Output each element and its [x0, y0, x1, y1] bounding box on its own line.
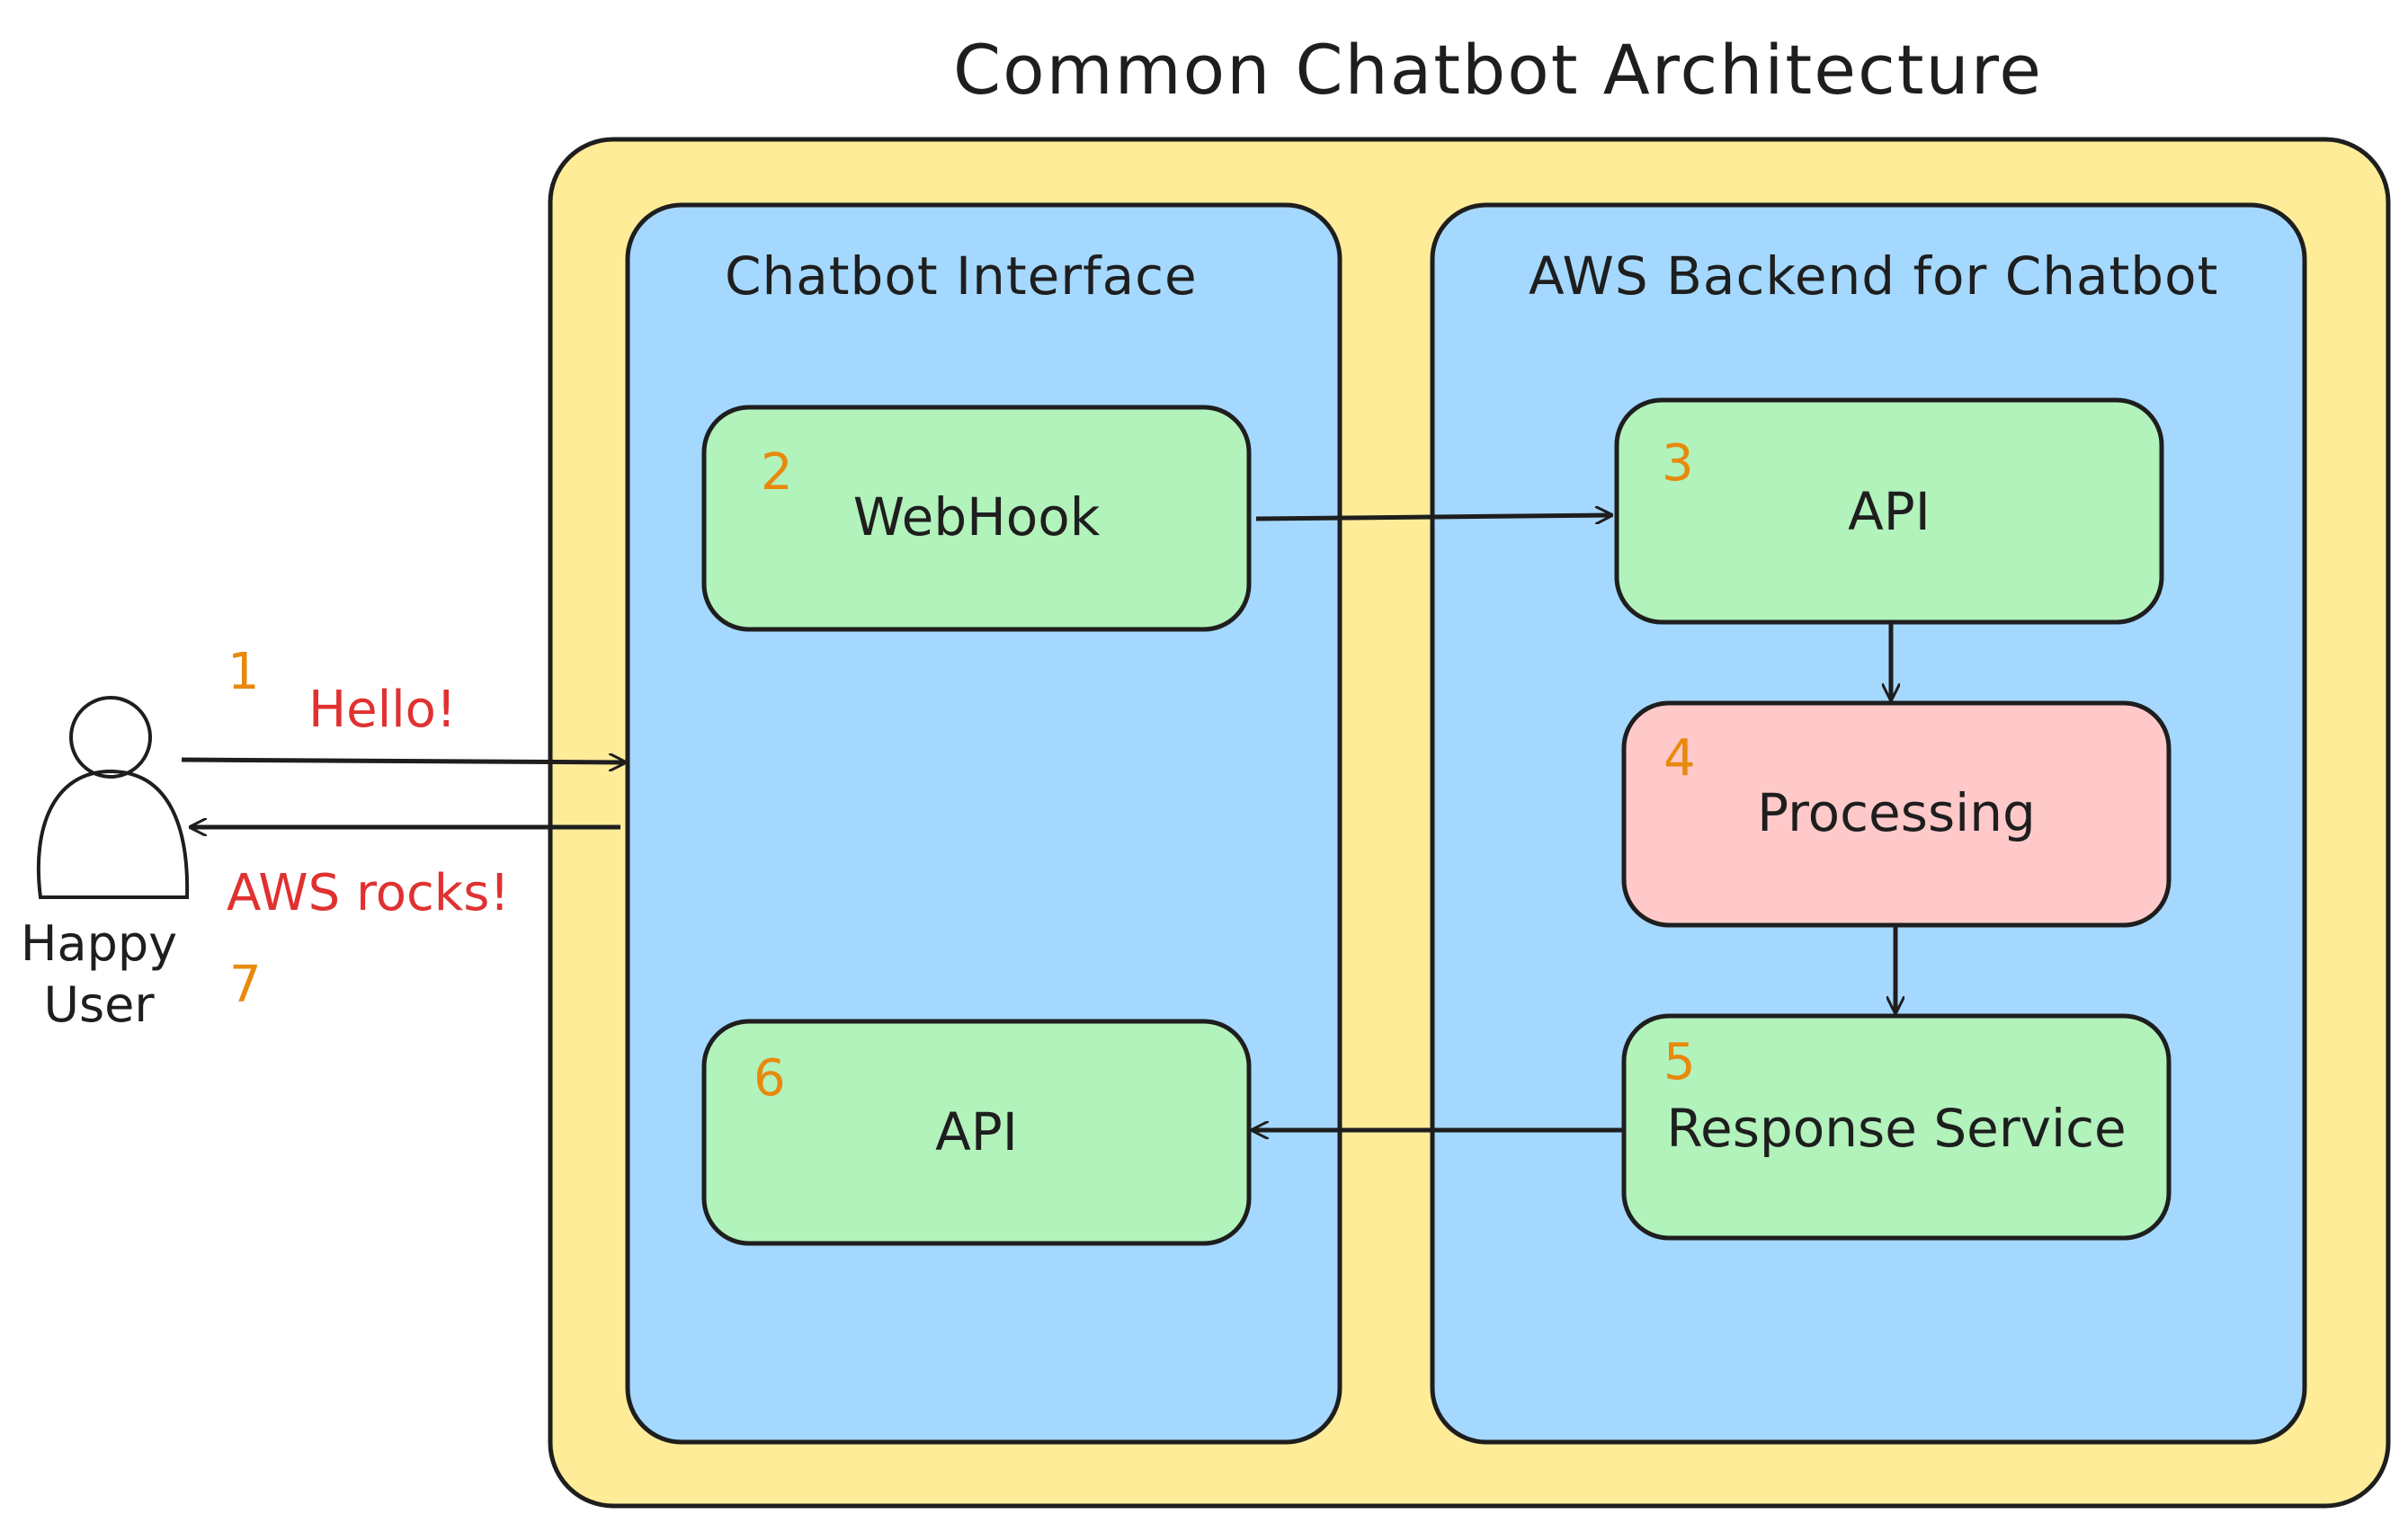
node-webhook: [701, 405, 1252, 632]
arrow-webhook-to-api: [1255, 515, 1611, 519]
node-label-response-service: Response Service: [1666, 1098, 2127, 1159]
node-response-service: [1621, 1013, 2172, 1241]
message-reply: AWS rocks!: [227, 864, 510, 922]
step-number-interface-api: 6: [754, 1049, 786, 1108]
node-label-backend-api: API: [1848, 481, 1931, 542]
node-backend-api: [1614, 397, 2164, 625]
arrow-user-to-interface: [181, 760, 625, 762]
panel-chatbot-interface: [625, 202, 1342, 1445]
step-number-reply: 7: [229, 956, 262, 1014]
node-label-interface-api: API: [935, 1101, 1018, 1162]
step-number-webhook: 2: [761, 443, 793, 502]
message-request: Hello!: [308, 681, 457, 739]
user-label-line2: User: [43, 975, 155, 1033]
node-processing: [1621, 700, 2172, 928]
node-label-webhook: WebHook: [852, 486, 1101, 548]
panel-label-aws-backend: AWS Backend for Chatbot: [1529, 245, 2219, 307]
user-label: Happy User: [0, 913, 198, 1035]
step-number-request: 1: [227, 643, 260, 701]
step-number-backend-api: 3: [1662, 434, 1694, 493]
step-number-response-service: 5: [1663, 1033, 1696, 1091]
diagram-title: Common Chatbot Architecture: [953, 30, 2044, 110]
user-label-line1: Happy: [20, 915, 178, 972]
step-number-processing: 4: [1663, 729, 1696, 788]
panel-label-chatbot-interface: Chatbot Interface: [725, 245, 1198, 307]
person-icon: [36, 696, 190, 899]
node-interface-api: [701, 1019, 1252, 1246]
node-label-processing: Processing: [1757, 782, 2036, 843]
